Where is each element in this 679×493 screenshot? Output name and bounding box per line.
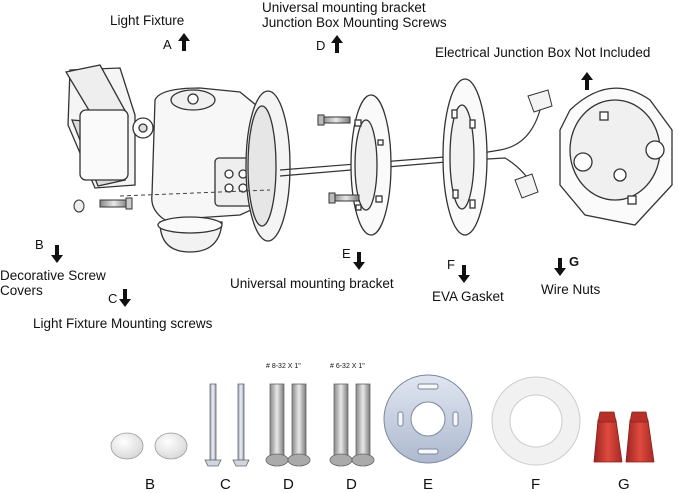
callout-letter-d: D xyxy=(316,38,326,53)
part-letter-d: D xyxy=(283,476,294,493)
callout-letter-b: B xyxy=(35,237,44,252)
junction-box-drawing xyxy=(559,87,673,226)
arrow-down-icon xyxy=(456,263,472,285)
label-wire-nuts: Wire Nuts xyxy=(541,282,601,297)
part-letter-d: D xyxy=(346,476,357,493)
callout-letter-c: C xyxy=(108,291,118,306)
callout-letter-a: A xyxy=(163,37,172,52)
part-letter-b: B xyxy=(145,476,156,493)
arrow-up-icon xyxy=(176,31,192,53)
label-eva-gasket: EVA Gasket xyxy=(432,289,504,304)
screw-cover-exploded xyxy=(73,197,133,213)
universal-bracket-exploded xyxy=(350,94,392,236)
arrow-down-icon xyxy=(117,287,133,309)
wire-nuts-exploded xyxy=(514,89,553,199)
label-light-fixture-mounting-screws: Light Fixture Mounting screws xyxy=(33,316,213,331)
arrow-up-icon xyxy=(329,33,345,55)
arrow-down-icon xyxy=(351,250,367,272)
label-universal-mounting-bracket: Universal mounting bracket xyxy=(230,276,394,291)
part-c-fixture-screws xyxy=(204,383,250,467)
part-letter-g: G xyxy=(618,476,630,493)
arrow-down-icon xyxy=(49,243,65,265)
label-decorative-screw-covers-line1: Decorative Screw xyxy=(0,268,106,283)
wire-line xyxy=(279,157,536,191)
light-fixture-drawing xyxy=(64,64,291,253)
part-g-wire-nuts xyxy=(593,411,655,463)
callout-letter-g: G xyxy=(569,254,580,269)
label-decorative-screw-covers-line2: Covers xyxy=(0,283,43,298)
eva-gasket-exploded xyxy=(442,78,488,236)
label-junction-box: Electrical Junction Box Not Included xyxy=(435,45,651,60)
label-bracket-screws-line2: Junction Box Mounting Screws xyxy=(262,15,447,30)
callout-letter-f: F xyxy=(447,257,455,272)
screw-spec-8-32: # 8-32 X 1" xyxy=(266,363,301,370)
part-d-screws-632 xyxy=(329,383,375,467)
part-letter-e: E xyxy=(423,476,434,493)
junction-screws-exploded xyxy=(317,114,360,204)
part-e-mounting-bracket xyxy=(383,374,473,464)
arrow-down-icon xyxy=(552,256,568,278)
part-b-screw-covers xyxy=(110,432,188,460)
wire-line xyxy=(279,109,541,171)
part-d-screws-832 xyxy=(265,383,311,467)
callout-letter-e: E xyxy=(342,246,351,261)
part-f-eva-gasket xyxy=(491,376,581,466)
part-letter-c: C xyxy=(220,476,231,493)
part-letter-f: F xyxy=(531,476,541,493)
screw-spec-6-32: # 6-32 X 1" xyxy=(330,363,365,370)
label-light-fixture: Light Fixture xyxy=(110,13,185,28)
label-bracket-screws-line1: Universal mounting bracket xyxy=(262,0,426,15)
arrow-up-icon xyxy=(579,70,595,92)
